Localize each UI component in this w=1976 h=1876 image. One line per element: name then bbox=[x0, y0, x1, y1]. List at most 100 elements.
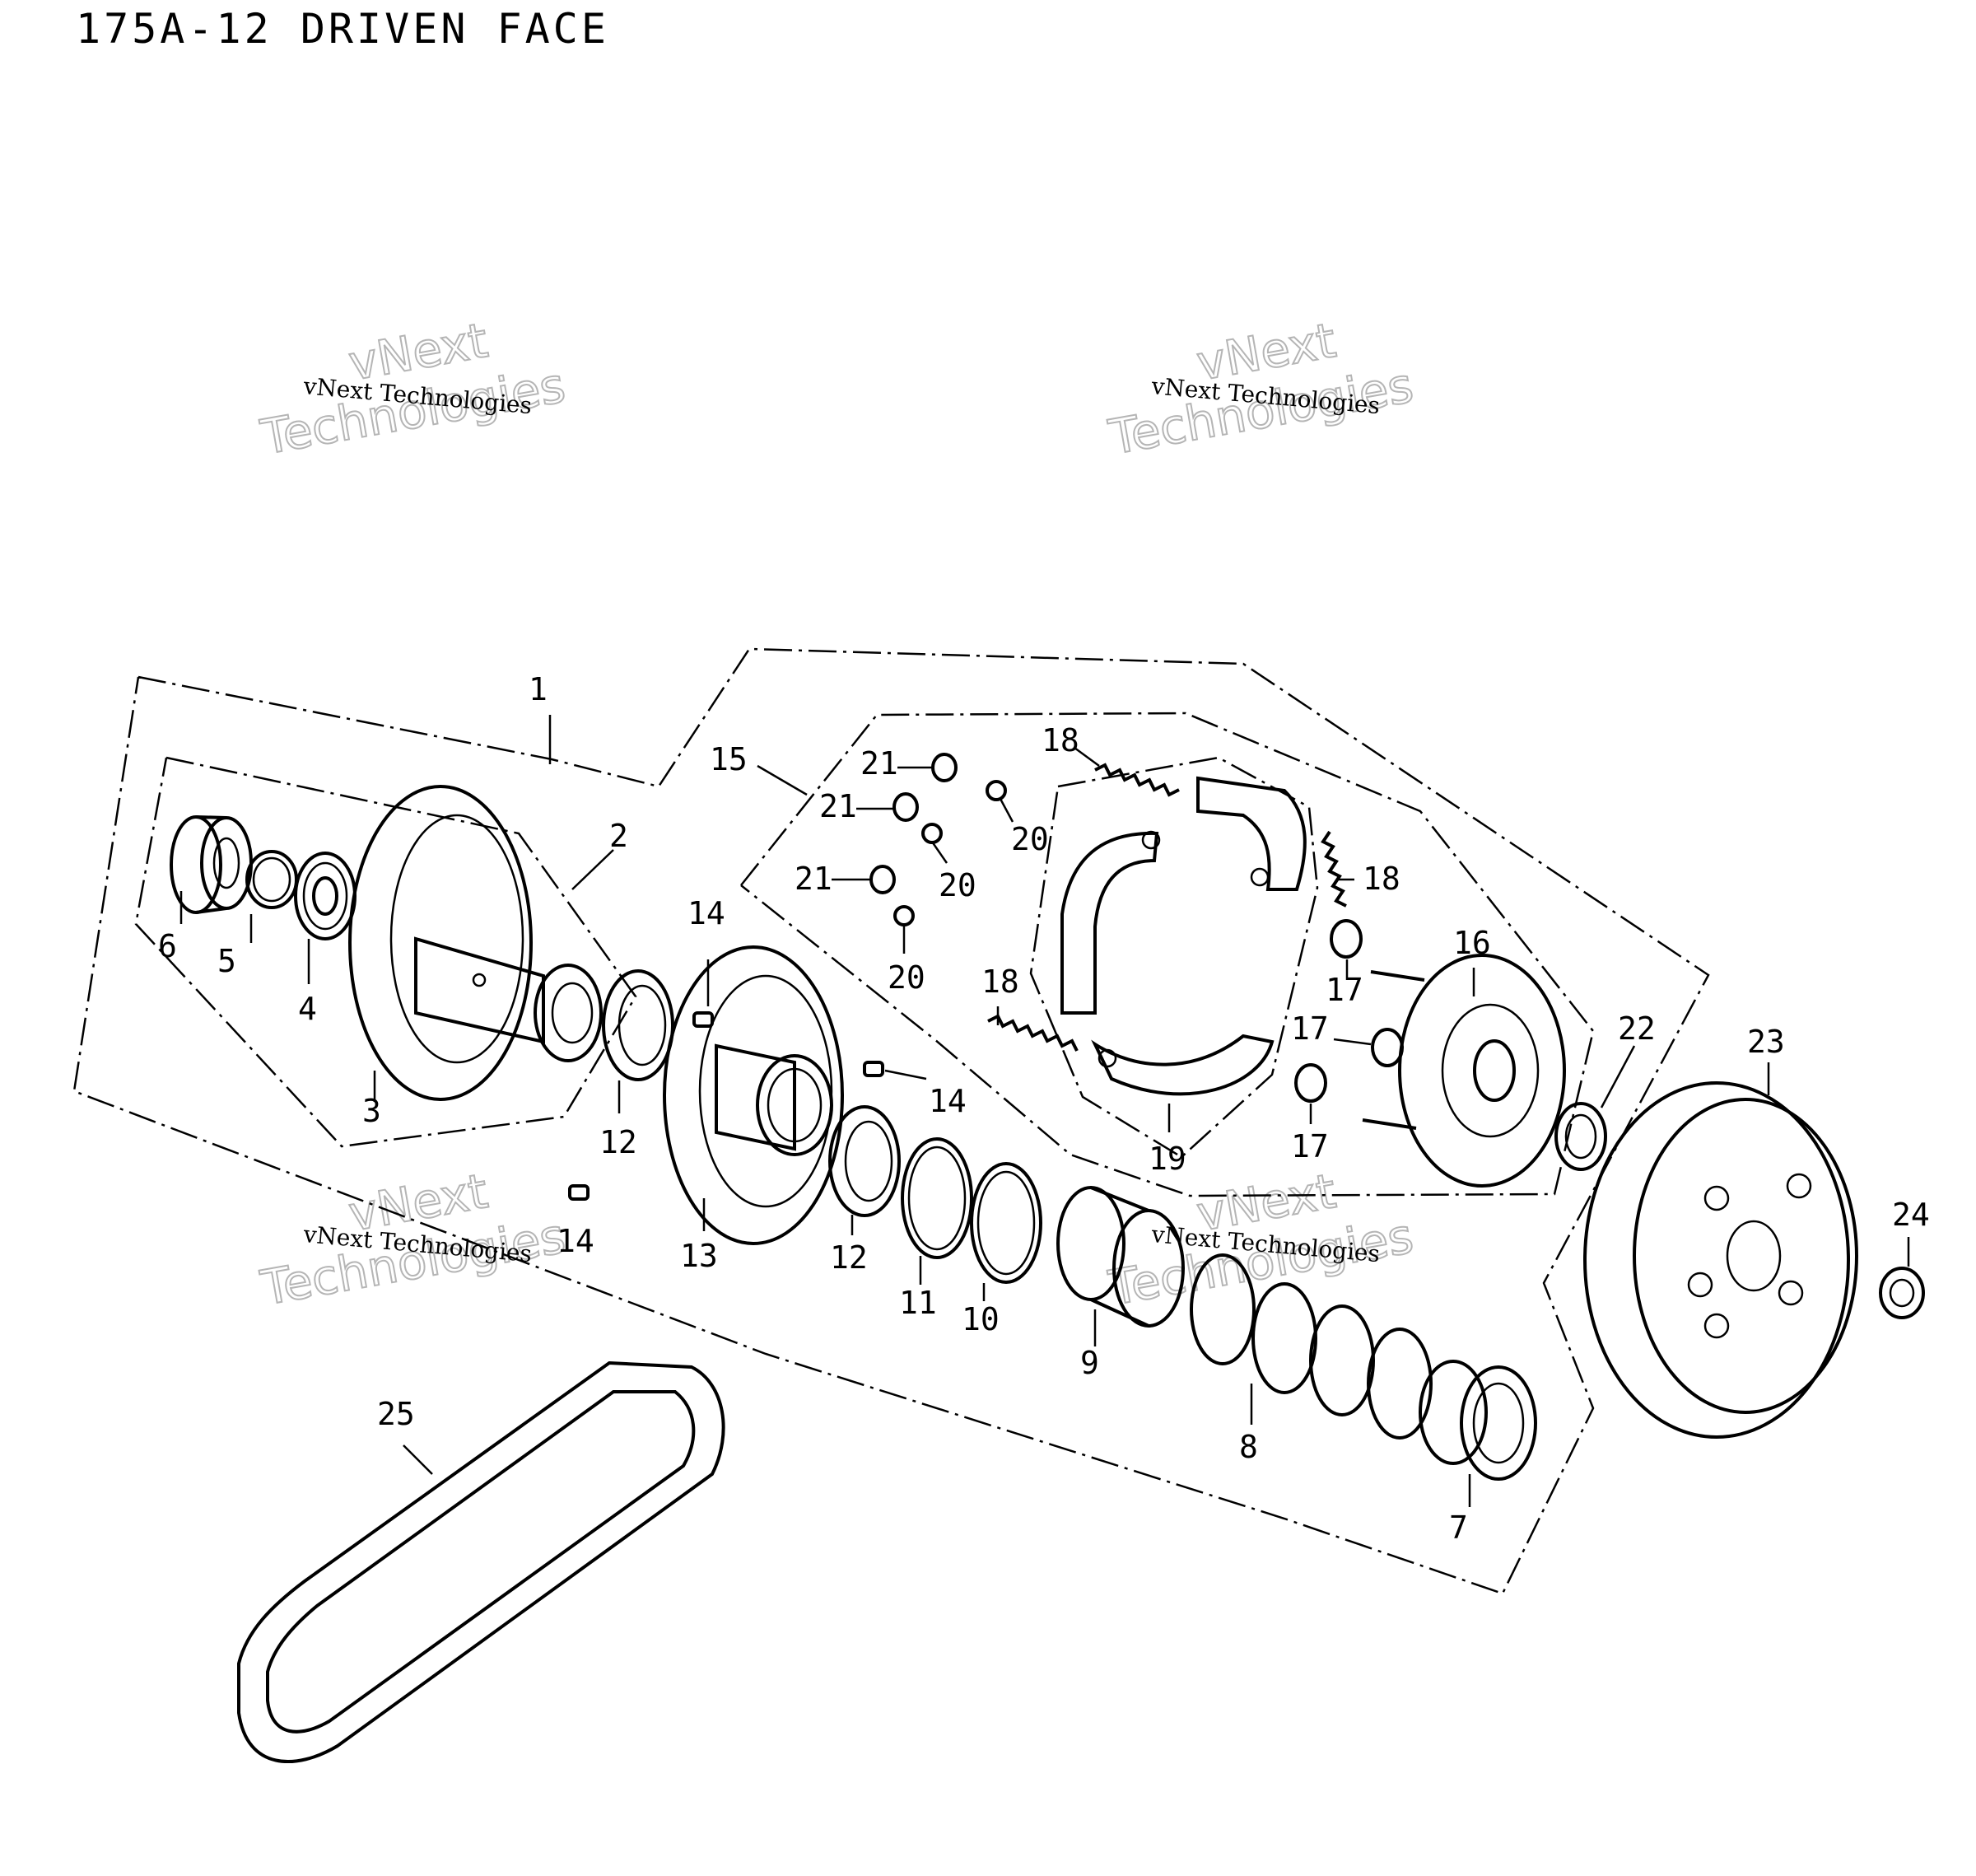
callout-22: 22 bbox=[1618, 1010, 1656, 1047]
part-20a-washer bbox=[986, 780, 1007, 801]
part-23-hole-5 bbox=[1703, 1313, 1730, 1339]
callout-labels: 1 2 3 4 5 6 7 8 9 10 11 12 12 13 14 14 1… bbox=[158, 671, 1930, 1546]
part-10-o-ring bbox=[970, 1162, 1042, 1284]
part-19-shoe-left bbox=[1060, 831, 1159, 1015]
part-11-outer bbox=[901, 1137, 973, 1259]
part-14-pins bbox=[568, 1011, 884, 1201]
part-17c-damper bbox=[1294, 1063, 1327, 1103]
callout-20-top: 20 bbox=[1011, 821, 1049, 857]
callout-14-top: 14 bbox=[687, 895, 725, 931]
part-6-edge-bottom bbox=[195, 907, 227, 914]
callout-21-top: 21 bbox=[860, 745, 898, 782]
part-9-edge-bottom bbox=[1090, 1298, 1149, 1328]
part-21a-clip bbox=[931, 753, 958, 782]
part-10-inner bbox=[976, 1170, 1036, 1276]
part-12a-outer bbox=[602, 969, 674, 1081]
part-7-front bbox=[1419, 1360, 1488, 1465]
callout-7: 7 bbox=[1449, 1510, 1468, 1546]
part-16-stud-1 bbox=[1370, 970, 1425, 982]
callout-5: 5 bbox=[217, 943, 236, 979]
callout-12-right: 12 bbox=[830, 1239, 868, 1276]
part-11-o-ring bbox=[901, 1137, 973, 1259]
part-3-pin-hole bbox=[472, 973, 487, 987]
part-12-seal-right bbox=[828, 1105, 901, 1217]
part-13-hub-bore bbox=[767, 1067, 823, 1143]
callout-19: 19 bbox=[1149, 1141, 1186, 1177]
part-21c-clip bbox=[869, 865, 896, 894]
leader-15 bbox=[757, 764, 808, 796]
part-9-spring-seat bbox=[1056, 1186, 1185, 1328]
part-18-springs bbox=[987, 763, 1347, 1052]
leader-lines bbox=[179, 715, 1910, 1507]
callout-21-bottom: 21 bbox=[795, 861, 832, 897]
callout-21-middle: 21 bbox=[819, 788, 857, 824]
part-17b-damper bbox=[1371, 1028, 1404, 1067]
part-19-pivot-3 bbox=[1098, 1048, 1117, 1068]
part-6-back bbox=[200, 816, 253, 910]
part-13-hub bbox=[715, 1043, 796, 1151]
part-24-inner bbox=[1889, 1278, 1915, 1308]
part-11-inner bbox=[907, 1146, 967, 1251]
leader-18a bbox=[1074, 746, 1100, 768]
part-12-seal-left bbox=[602, 969, 674, 1081]
callout-23: 23 bbox=[1747, 1024, 1785, 1060]
callout-17-top: 17 bbox=[1326, 972, 1363, 1008]
part-22-inner bbox=[1564, 1113, 1597, 1160]
outline-assembly-1 bbox=[72, 647, 1710, 1595]
callout-14-right: 14 bbox=[929, 1083, 967, 1119]
callout-17-bottom: 17 bbox=[1291, 1128, 1329, 1164]
part-3-shaft-bore bbox=[551, 982, 594, 1044]
part-20b-washer bbox=[921, 823, 943, 844]
part-13-disc-outer bbox=[663, 945, 844, 1245]
callout-17-middle: 17 bbox=[1291, 1010, 1329, 1047]
part-16-drive-plate bbox=[1362, 954, 1566, 1188]
part-5-inner bbox=[252, 856, 291, 903]
part-4-bearing bbox=[294, 852, 357, 940]
part-21b-clip bbox=[892, 792, 919, 822]
part-17a-damper bbox=[1330, 919, 1363, 959]
part-3-disc-inner bbox=[389, 814, 524, 1064]
leader-20a bbox=[999, 798, 1014, 823]
part-14c-pin bbox=[568, 1184, 590, 1201]
callout-14-bottom: 14 bbox=[557, 1223, 594, 1259]
part-7-bore bbox=[1472, 1382, 1525, 1464]
callout-15: 15 bbox=[710, 741, 748, 777]
part-23-hole-2 bbox=[1786, 1173, 1812, 1199]
part-4-inner bbox=[312, 876, 338, 916]
part-19-pivot-1 bbox=[1141, 830, 1161, 850]
part-10-outer bbox=[970, 1162, 1042, 1284]
callout-2: 2 bbox=[609, 818, 628, 854]
part-13-hub-end bbox=[756, 1054, 833, 1156]
outline-assembly-19 bbox=[1029, 756, 1319, 1159]
part-22-outer bbox=[1554, 1102, 1607, 1171]
part-6-bore bbox=[212, 837, 240, 889]
part-16-hub-ring bbox=[1441, 1003, 1540, 1138]
part-3-driven-face bbox=[348, 785, 603, 1101]
part-16-stud-2 bbox=[1362, 1118, 1417, 1130]
part-24-nut bbox=[1879, 1267, 1925, 1319]
part-24-outer bbox=[1879, 1267, 1925, 1319]
part-19-pivot-2 bbox=[1250, 867, 1270, 887]
part-8-coil-1 bbox=[1190, 1253, 1256, 1365]
part-14b-pin bbox=[863, 1061, 884, 1077]
part-25-belt bbox=[237, 1360, 725, 1763]
part-12a-inner bbox=[618, 984, 667, 1066]
part-8-coil-2 bbox=[1251, 1282, 1317, 1394]
callout-3: 3 bbox=[362, 1093, 381, 1129]
diagram-title: 175A-12 DRIVEN FACE bbox=[76, 5, 609, 53]
leader-2 bbox=[571, 849, 614, 890]
part-3-shaft-body bbox=[414, 936, 545, 1044]
part-25-belt-inner bbox=[266, 1390, 696, 1734]
outline-assembly-15 bbox=[740, 712, 1595, 1197]
callout-16: 16 bbox=[1453, 925, 1491, 961]
callout-8: 8 bbox=[1239, 1429, 1258, 1465]
part-19-shoe-bottom bbox=[1091, 1034, 1275, 1096]
part-25-belt-outer bbox=[237, 1360, 725, 1763]
part-3-shaft-end bbox=[534, 964, 603, 1062]
callout-1: 1 bbox=[529, 671, 548, 707]
part-12b-outer bbox=[828, 1105, 901, 1217]
callout-18-right: 18 bbox=[1363, 861, 1400, 897]
callout-12-left: 12 bbox=[599, 1124, 637, 1160]
part-23-hole-4 bbox=[1778, 1280, 1804, 1306]
